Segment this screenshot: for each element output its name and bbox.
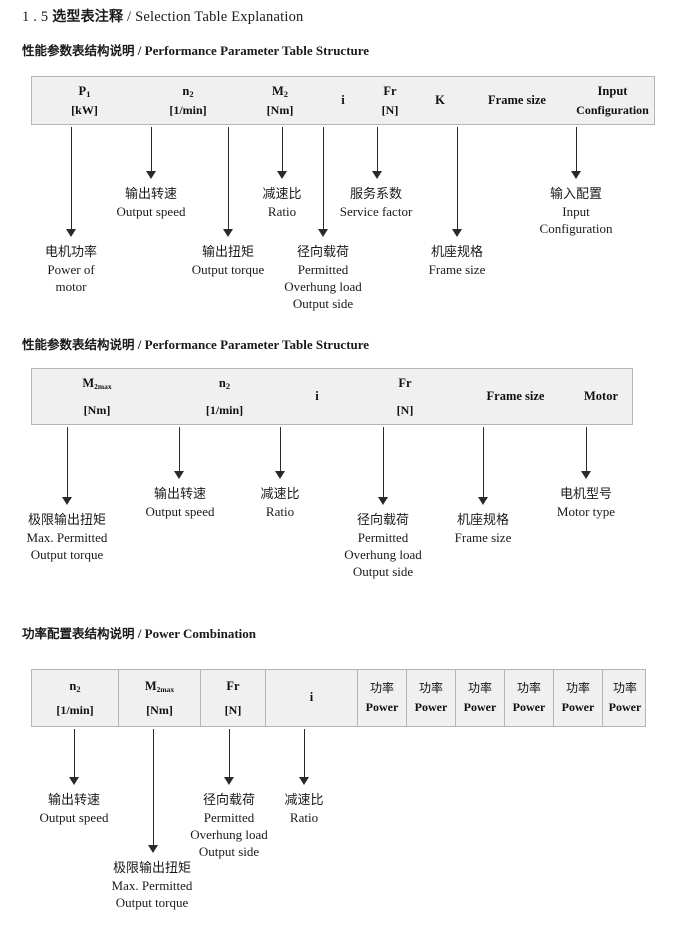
table3-col-power-2: 功率 Power (407, 670, 456, 726)
note-max-permitted-output-torque-3: 极限输出扭矩 Max. Permitted Output torque (111, 861, 193, 910)
table1-col-fr: Fr [N] (381, 83, 399, 117)
arrow-to-power-of-motor (66, 127, 77, 237)
note-frame-size: 机座规格 Frame size (428, 245, 486, 277)
arrow-to-frame-size-2 (478, 427, 489, 505)
arrow-to-input-configuration (571, 127, 582, 179)
table3-col-fr: Fr [N] (201, 670, 266, 726)
arrow-to-output-speed-3 (69, 729, 80, 785)
table2-col-motor: Motor (583, 388, 618, 403)
note-service-factor: 服务系数 Service factor (339, 187, 413, 219)
section2-heading-chinese: 性能参数表结构说明 (22, 337, 135, 352)
table2-col-n2: n2 [1/min] (205, 375, 244, 417)
section2-heading-separator: / (137, 337, 142, 352)
section-heading-separator: / (137, 43, 142, 58)
table3-col-power-4: 功率 Power (505, 670, 554, 726)
table3-col-i: i (266, 670, 358, 726)
arrow-to-permitted-overhung-load (318, 127, 329, 237)
page-title: 1 . 5 选型表注释 / Selection Table Explanatio… (22, 6, 304, 26)
note-permitted-overhung-load: 径向载荷 Permitted Overhung load Output side (284, 245, 362, 311)
section-heading-performance-1: 性能参数表结构说明 / Performance Parameter Table … (22, 40, 369, 59)
note-ratio: 减速比 Ratio (262, 187, 302, 219)
table3-col-power-5: 功率 Power (554, 670, 603, 726)
table2-col-i: i (315, 388, 319, 403)
section3-heading-chinese: 功率配置表结构说明 (22, 626, 135, 641)
section3-heading-english: Power Combination (144, 626, 256, 641)
arrow-to-output-speed-2 (174, 427, 185, 479)
note-permitted-overhung-load-3: 径向载荷 Permitted Overhung load Output side (190, 793, 268, 859)
section-heading-chinese: 性能参数表结构说明 (22, 43, 135, 58)
table2-col-m2max: M2max [Nm] (82, 375, 112, 417)
table3-col-power-1: 功率 Power (358, 670, 407, 726)
arrow-to-output-torque (223, 127, 234, 237)
arrow-to-frame-size (452, 127, 463, 237)
note-output-speed-2: 输出转速 Output speed (145, 487, 215, 519)
table1-col-k: K (435, 92, 445, 107)
table2-col-fr: Fr [N] (396, 375, 414, 417)
note-output-speed-3: 输出转速 Output speed (39, 793, 109, 825)
table1-col-frame-size: Frame size (488, 92, 546, 107)
title-separator: / (127, 9, 132, 25)
table1-col-n2: n2 [1/min] (169, 83, 207, 117)
arrow-to-ratio-2 (275, 427, 286, 479)
note-input-configuration: 输入配置 Input Configuration (539, 187, 613, 236)
table3-col-m2max: M2max [Nm] (119, 670, 201, 726)
arrow-to-output-speed (146, 127, 157, 179)
title-number: 1 . 5 (22, 9, 49, 25)
arrow-to-max-permitted-output-torque-3 (148, 729, 159, 853)
note-ratio-2: 减速比 Ratio (260, 487, 300, 519)
table3-col-power-6: 功率 Power (608, 681, 642, 714)
arrow-to-max-permitted-output-torque (62, 427, 73, 505)
note-ratio-3: 减速比 Ratio (284, 793, 324, 825)
note-motor-type: 电机型号 Motor type (556, 487, 616, 519)
arrow-to-permitted-overhung-load-2 (378, 427, 389, 505)
table1-col-input-configuration: Input Configuration (576, 83, 649, 117)
arrow-to-ratio-3 (299, 729, 310, 785)
section3-heading-separator: / (137, 626, 142, 641)
table3-col-power-3: 功率 Power (456, 670, 505, 726)
arrow-to-motor-type (581, 427, 592, 479)
section-heading-power-combination: 功率配置表结构说明 / Power Combination (22, 623, 256, 642)
performance-parameter-table-1: P1 [kW] n2 [1/min] M2 [Nm] i Fr [N] K Fr… (31, 76, 655, 125)
section-heading-performance-2: 性能参数表结构说明 / Performance Parameter Table … (22, 334, 369, 353)
note-max-permitted-output-torque: 极限输出扭矩 Max. Permitted Output torque (26, 513, 108, 562)
table3-col-n2: n2 [1/min] (32, 670, 119, 726)
table1-col-m2: M2 [Nm] (266, 83, 294, 117)
arrow-to-ratio (277, 127, 288, 179)
title-english: Selection Table Explanation (135, 9, 304, 25)
table2-col-frame-size: Frame size (486, 388, 545, 403)
note-frame-size-2: 机座规格 Frame size (454, 513, 512, 545)
table1-col-i: i (341, 92, 345, 107)
note-permitted-overhung-load-2: 径向载荷 Permitted Overhung load Output side (344, 513, 422, 579)
arrow-to-permitted-overhung-load-3 (224, 729, 235, 785)
performance-parameter-table-2: M2max [Nm] n2 [1/min] i Fr [N] Frame siz… (31, 368, 633, 425)
section-heading-english: Performance Parameter Table Structure (144, 43, 370, 58)
arrow-to-service-factor (372, 127, 383, 179)
title-chinese: 选型表注释 (52, 9, 124, 25)
note-power-of-motor: 电机功率 Power of motor (44, 245, 98, 294)
power-combination-table: n2 [1/min] M2max [Nm] Fr [N] i 功率 Power … (31, 669, 646, 727)
note-output-torque: 输出扭矩 Output torque (191, 245, 265, 277)
section2-heading-english: Performance Parameter Table Structure (144, 337, 370, 352)
note-output-speed: 输出转速 Output speed (116, 187, 186, 219)
table1-col-p1: P1 [kW] (71, 83, 98, 117)
